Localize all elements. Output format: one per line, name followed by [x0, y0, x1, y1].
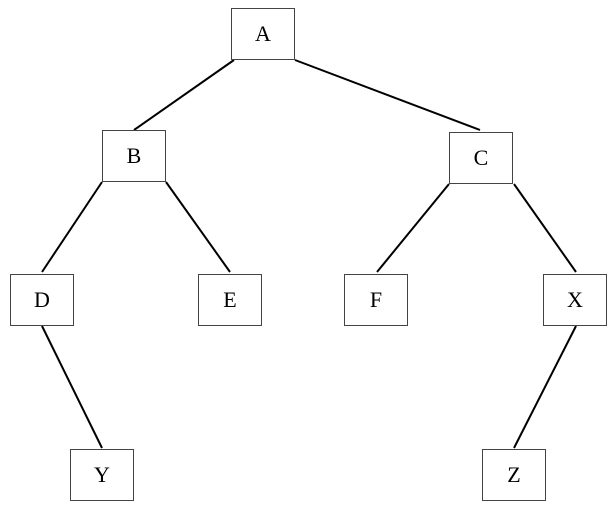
node-b: B — [102, 130, 166, 182]
node-z: Z — [482, 449, 546, 501]
node-x: X — [543, 274, 607, 326]
edge-x-z — [513, 325, 577, 449]
edge-b-d — [41, 181, 103, 273]
edge-a-c — [294, 59, 481, 131]
node-c: C — [449, 132, 513, 184]
edge-b-e — [165, 181, 231, 273]
edge-c-x — [513, 183, 577, 273]
edge-c-f — [376, 183, 450, 273]
node-f: F — [344, 274, 408, 326]
edge-a-b — [133, 59, 235, 131]
node-y: Y — [70, 449, 134, 501]
node-e: E — [198, 274, 262, 326]
node-a: A — [231, 8, 295, 60]
node-d: D — [10, 274, 74, 326]
edge-d-y — [41, 325, 103, 449]
